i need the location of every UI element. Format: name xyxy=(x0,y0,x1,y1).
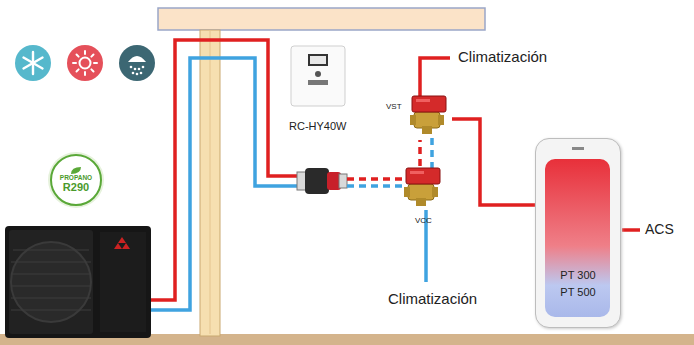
leaf-icon xyxy=(69,166,83,175)
hot-pipe xyxy=(150,40,297,300)
badge-caption: PROPANO xyxy=(60,175,92,182)
supply-line xyxy=(420,58,450,96)
pipe-connector xyxy=(420,140,421,166)
three-way-valve: VCC xyxy=(396,166,450,228)
tank-cap xyxy=(572,147,584,150)
hot-water-icon xyxy=(119,45,155,81)
zone-label: Climatización xyxy=(388,290,477,307)
circulation-pump xyxy=(297,168,347,194)
ceiling-beam xyxy=(158,8,485,30)
wall xyxy=(200,30,220,336)
three-way-valve: VST xyxy=(384,94,452,140)
zone-label: Climatización xyxy=(458,48,547,65)
tank-model: PT 300 xyxy=(560,267,595,284)
tank-models: PT 300PT 500 xyxy=(536,267,620,301)
dhw-tank: PT 300PT 500 xyxy=(535,138,621,328)
cold-pipe xyxy=(150,58,297,310)
acs-line xyxy=(622,228,640,232)
controller: RC-HY40W xyxy=(286,44,350,136)
heating-icon xyxy=(67,45,103,81)
badge-code: R290 xyxy=(63,182,89,194)
valve-name: VST xyxy=(386,102,402,111)
heat-pump-unit xyxy=(5,226,151,338)
pipe-connector xyxy=(452,119,535,205)
controller-name: RC-HY40W xyxy=(289,120,346,132)
cooling-icon xyxy=(15,45,51,81)
dhw-label: ACS xyxy=(645,221,674,237)
valve-name: VCC xyxy=(415,216,432,225)
valve-symbol xyxy=(384,94,452,140)
refrigerant-badge: PROPANOR290 xyxy=(50,154,102,206)
tank-model: PT 500 xyxy=(560,284,595,301)
controller-symbol xyxy=(286,44,350,110)
